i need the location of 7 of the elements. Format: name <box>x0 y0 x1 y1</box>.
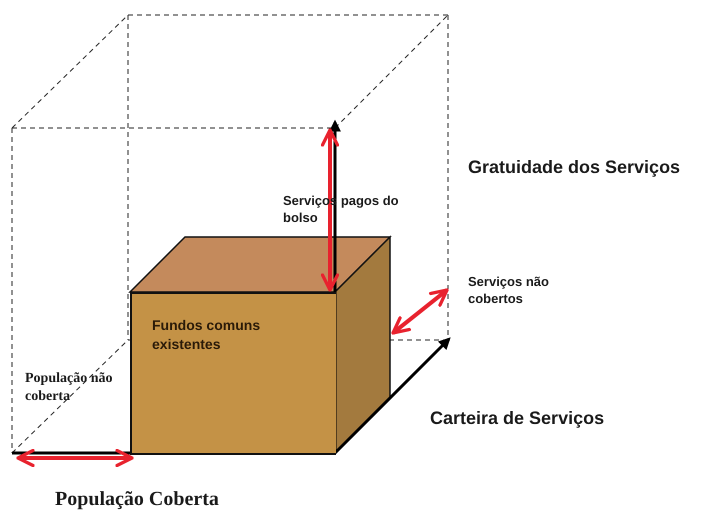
axis-label: População não coberta <box>25 370 114 406</box>
axis-label: População Coberta <box>55 487 219 511</box>
axis-label: Carteira de Serviços <box>430 407 604 430</box>
box-text: Fundos comuns existentes <box>152 316 262 354</box>
cube-front-face <box>130 292 336 455</box>
axis-label: Gratuidade dos Serviços <box>468 156 680 179</box>
axis-label: Serviços não cobertos <box>468 274 550 308</box>
